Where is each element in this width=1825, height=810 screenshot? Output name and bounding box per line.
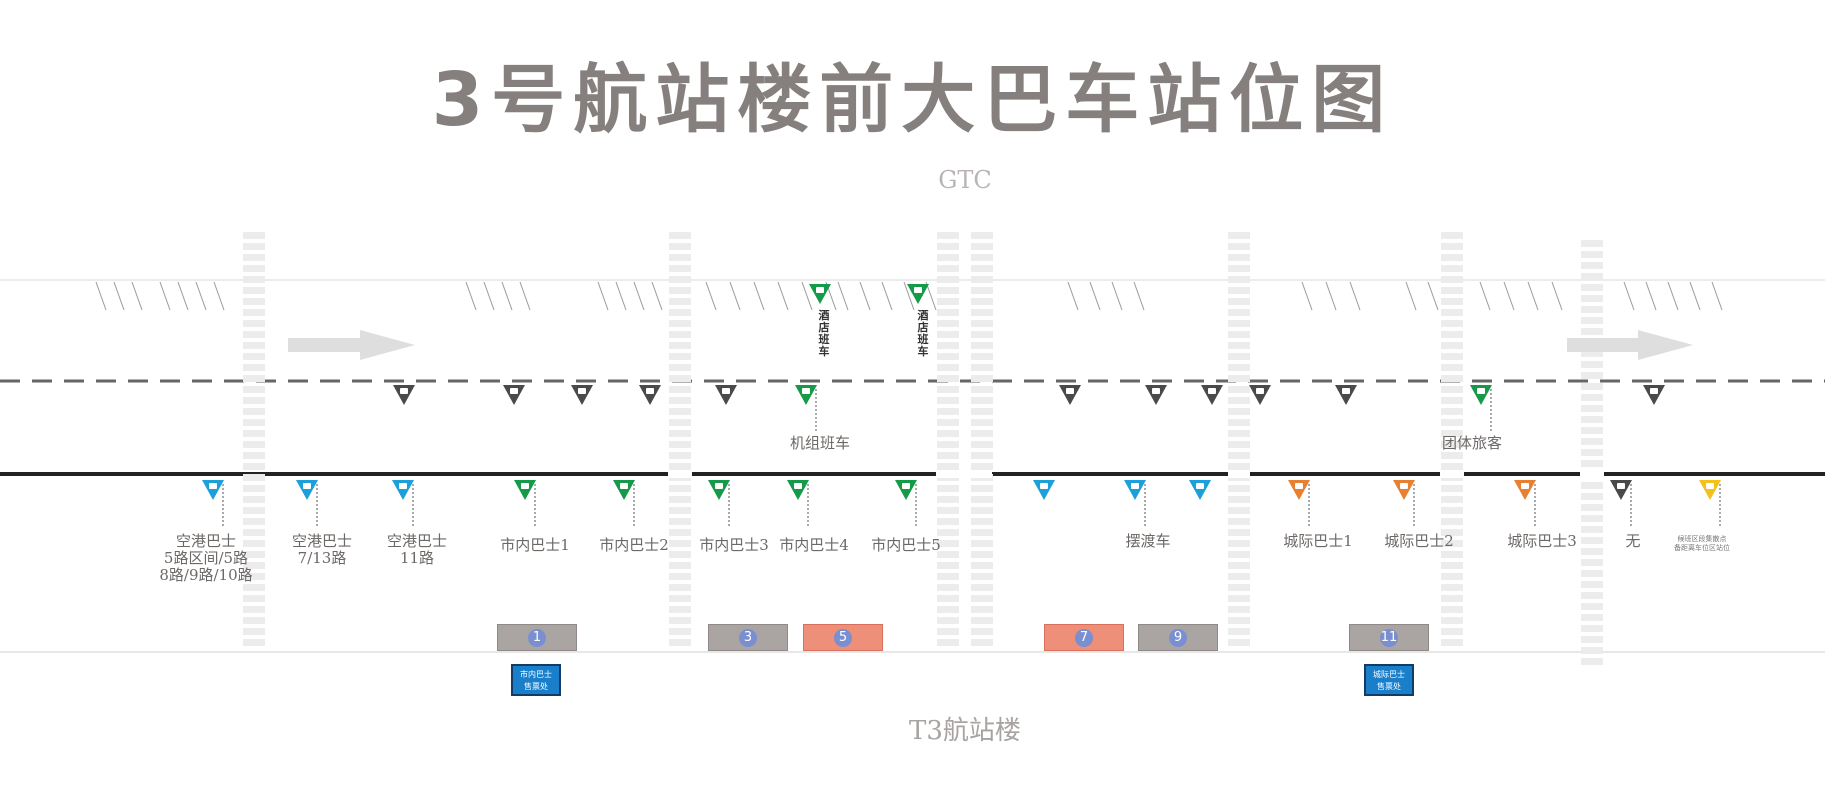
parked-bus-marker xyxy=(715,385,737,405)
city-bus-marker xyxy=(613,480,635,528)
stall-group xyxy=(159,281,225,311)
crew-shuttle-marker xyxy=(795,385,817,433)
lane-gap xyxy=(668,470,692,478)
stall-group xyxy=(597,281,663,311)
stop-label-none: 无 xyxy=(1625,532,1641,550)
crosswalk xyxy=(1441,232,1463,646)
parked-bus-marker xyxy=(571,385,593,405)
stop-label-ferry: 摆渡车 xyxy=(1125,532,1171,550)
parked-bus-marker xyxy=(1643,385,1665,405)
city-bus-marker xyxy=(514,480,536,528)
ferry-marker xyxy=(1124,480,1146,528)
direction-arrow-right xyxy=(1567,330,1693,360)
stop-label-airport-bus-a: 空港巴士 5路区间/5路 8路/9路/10路 xyxy=(159,532,253,584)
tiny-note: 候班区段集散点 备距离车位区站位 xyxy=(1674,535,1730,552)
crosswalks xyxy=(243,232,1603,665)
stop-label-city-bus-3: 市内巴士3 xyxy=(699,536,769,554)
stop-label-intercity-2: 城际巴士2 xyxy=(1384,532,1454,550)
stop-label-airport-bus-c: 空港巴士 11路 xyxy=(386,532,448,567)
stall-group xyxy=(1623,281,1723,311)
stall-group xyxy=(95,281,143,311)
lane-gap xyxy=(936,470,992,478)
direction-arrow-left xyxy=(288,330,415,360)
stall-group xyxy=(1479,281,1563,311)
door-number: 11 xyxy=(1380,628,1398,647)
hotel-shuttle-label-1: 酒店班车 xyxy=(818,309,830,358)
lane-gap xyxy=(1228,470,1250,478)
lane-gap xyxy=(1440,470,1464,478)
parked-bus-marker xyxy=(1201,385,1223,405)
city-bus-ticket-office: 市内巴士 售票处 xyxy=(511,664,561,696)
door-number: 3 xyxy=(739,628,757,647)
intercity-bus-ticket-office: 城际巴士 售票处 xyxy=(1364,664,1414,696)
stall-group xyxy=(465,281,531,311)
door-number: 1 xyxy=(528,628,546,647)
hotel-shuttle-marker xyxy=(907,284,929,304)
parked-bus-marker xyxy=(393,385,415,405)
door-1: 1 xyxy=(497,624,577,651)
crew-shuttle-label: 机组班车 xyxy=(789,434,851,452)
intercity-bus-marker xyxy=(1288,480,1310,528)
stall-group xyxy=(1301,281,1361,311)
door-number: 9 xyxy=(1169,628,1187,647)
door-number: 5 xyxy=(834,628,852,647)
stop-label-city-bus-1: 市内巴士1 xyxy=(500,536,570,554)
lane-gap xyxy=(1580,470,1604,478)
ferry-marker xyxy=(1189,480,1211,500)
parking-stalls xyxy=(95,281,1723,311)
none-marker xyxy=(1610,480,1632,528)
stop-label-intercity-3: 城际巴士3 xyxy=(1507,532,1577,550)
door-3: 3 xyxy=(708,624,788,651)
city-bus-marker xyxy=(895,480,917,528)
city-bus-marker xyxy=(787,480,809,528)
page-title: 3号航站楼前大巴车站位图 xyxy=(431,57,1394,143)
intercity-bus-marker xyxy=(1393,480,1415,528)
stop-label-city-bus-2: 市内巴士2 xyxy=(599,536,669,554)
crosswalk xyxy=(1228,232,1250,646)
tour-group-marker xyxy=(1470,385,1492,433)
door-5: 5 xyxy=(803,624,883,651)
airport-bus-marker xyxy=(202,480,224,528)
crosswalk xyxy=(1581,240,1603,665)
hotel-shuttle-label-2: 酒店班车 xyxy=(917,309,929,358)
stop-label-intercity-1: 城际巴士1 xyxy=(1283,532,1353,550)
stop-label-airport-bus-b: 空港巴士 7/13路 xyxy=(291,532,353,567)
parked-bus-marker xyxy=(639,385,661,405)
intercity-bus-marker xyxy=(1514,480,1536,528)
parked-bus-marker xyxy=(1145,385,1167,405)
stall-group xyxy=(837,281,937,311)
crosswalk xyxy=(243,232,265,646)
door-11: 11 xyxy=(1349,624,1429,651)
parked-bus-marker xyxy=(503,385,525,405)
gtc-label: GTC xyxy=(938,166,992,194)
crosswalk xyxy=(937,232,959,646)
parked-bus-marker xyxy=(1059,385,1081,405)
parked-bus-marker xyxy=(1249,385,1271,405)
stop-label-city-bus-5: 市内巴士5 xyxy=(871,536,941,554)
crosswalk xyxy=(669,232,691,646)
airport-bus-marker xyxy=(392,480,414,528)
stop-markers xyxy=(202,284,1721,528)
stop-label-city-bus-4: 市内巴士4 xyxy=(779,536,849,554)
city-bus-marker xyxy=(708,480,730,528)
stall-group xyxy=(1067,281,1145,311)
hotel-shuttle-marker xyxy=(809,284,831,304)
door-7: 7 xyxy=(1044,624,1124,651)
crosswalk xyxy=(971,232,993,646)
info-marker xyxy=(1699,480,1721,528)
door-9: 9 xyxy=(1138,624,1218,651)
ferry-marker xyxy=(1033,480,1055,500)
airport-bus-marker xyxy=(296,480,318,528)
parked-bus-marker xyxy=(1335,385,1357,405)
stall-group xyxy=(1405,281,1439,311)
door-number: 7 xyxy=(1075,628,1093,647)
tour-group-label: 团体旅客 xyxy=(1441,434,1503,452)
t3-terminal-label: T3航站楼 xyxy=(909,716,1021,746)
